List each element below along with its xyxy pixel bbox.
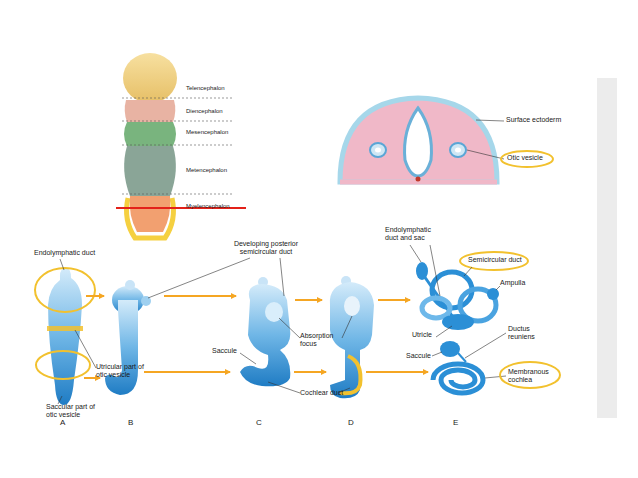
utricle-shape xyxy=(442,314,474,330)
stage-letter: C xyxy=(256,418,262,427)
leader-line xyxy=(240,353,256,364)
boundary-line xyxy=(122,121,232,122)
leader-line xyxy=(268,382,300,393)
highlight-oval xyxy=(460,252,528,270)
stage-letter: B xyxy=(128,418,133,427)
leader-line xyxy=(342,316,352,338)
cochlear-highlight xyxy=(340,356,361,393)
structure-label: Saccule xyxy=(406,352,431,360)
brain-region-label: Metencephalon xyxy=(186,167,227,174)
leader-line xyxy=(464,267,472,276)
leader-line xyxy=(485,376,506,378)
structure-label: Ductus reuniens xyxy=(508,325,546,341)
structure-label: Otic vesicle xyxy=(507,154,543,162)
structure-label: Utricle xyxy=(412,331,432,339)
endolymphatic-sac xyxy=(416,262,428,280)
leader-line xyxy=(476,120,504,121)
leader-line xyxy=(467,150,504,159)
stage-arrow xyxy=(366,371,428,373)
semicircular-duct-ring xyxy=(422,298,450,318)
structure-label: Surface ectoderm xyxy=(506,116,561,124)
highlight-oval xyxy=(36,351,90,379)
leader-line xyxy=(280,258,284,296)
section-outline xyxy=(340,98,497,182)
notochord-dot xyxy=(416,177,421,182)
leader-line xyxy=(60,259,64,270)
structure-label: Semicircular duct xyxy=(468,256,522,264)
leader-line xyxy=(58,396,62,404)
absorption-area xyxy=(344,296,360,316)
otic-vesicle-stage xyxy=(330,282,374,398)
highlight-oval xyxy=(35,268,95,312)
leader-line xyxy=(436,326,452,337)
otic-vesicle-shape xyxy=(370,143,386,157)
vesicle-lumen xyxy=(375,148,381,153)
stage-arrow xyxy=(144,371,230,373)
leader-line xyxy=(75,330,96,368)
cochlea-spiral xyxy=(433,364,483,393)
metencephalon-segment xyxy=(124,146,176,196)
stage-arrow xyxy=(378,299,410,301)
structure-label: Endolymphatic duct and sac xyxy=(385,226,443,242)
brain-region-label: Mesencephalon xyxy=(186,129,228,136)
stage-arrow xyxy=(294,371,326,373)
ampulla-shape xyxy=(487,288,499,300)
telencephalon-segment xyxy=(123,53,177,103)
otic-vesicle-shape xyxy=(450,143,466,157)
structure-label: Cochlear duct xyxy=(300,389,343,397)
structure-label: Developing posterior semicircular duct xyxy=(225,240,307,256)
structure-label: Saccular part of otic vesicle xyxy=(46,403,104,419)
leader-line xyxy=(148,258,250,298)
stage-arrow xyxy=(164,295,236,297)
leader-line xyxy=(496,286,500,290)
structure-label: Ampulla xyxy=(500,279,525,287)
brain-region-label: Myelencephalon xyxy=(186,203,230,210)
stage-letter: A xyxy=(60,418,65,427)
highlight-band xyxy=(47,326,83,331)
otic-vesicle-stage xyxy=(105,300,138,395)
brain-region-label: Diencephalon xyxy=(186,108,223,115)
vesicle-lumen xyxy=(455,148,461,153)
saccule-shape xyxy=(440,341,460,357)
structure-label: Absorption focus xyxy=(300,332,344,348)
stage-letter: D xyxy=(348,418,354,427)
leader-line xyxy=(465,333,506,358)
otic-vesicle-stage xyxy=(240,284,290,386)
leader-line xyxy=(410,245,421,262)
brain-region-label: Telencephalon xyxy=(186,85,225,92)
boundary-line xyxy=(122,194,232,195)
mesencephalon-segment xyxy=(124,122,176,146)
otic-vesicle-stage xyxy=(48,268,82,405)
endolymphatic-bump xyxy=(125,280,135,290)
leader-line xyxy=(430,245,440,296)
leader-line xyxy=(279,318,300,338)
stage-arrow xyxy=(295,299,322,301)
ductus-reuniens-shape xyxy=(458,353,466,362)
diencephalon-segment xyxy=(125,100,176,122)
structure-label: Endolymphatic duct xyxy=(34,249,95,257)
stage-arrow xyxy=(86,295,104,297)
side-bar xyxy=(597,78,617,418)
structure-label: Utricular part of otic vesicle xyxy=(96,363,154,379)
boundary-line xyxy=(122,145,232,146)
stage-letter: E xyxy=(453,418,458,427)
structure-label: Saccule xyxy=(212,347,237,355)
neural-tube xyxy=(405,108,432,176)
structure-label: Membranous cochlea xyxy=(508,368,562,384)
highlight-oval xyxy=(501,151,553,167)
leader-line xyxy=(432,352,442,356)
boundary-line xyxy=(122,98,232,99)
myelencephalon-segment xyxy=(130,196,171,232)
